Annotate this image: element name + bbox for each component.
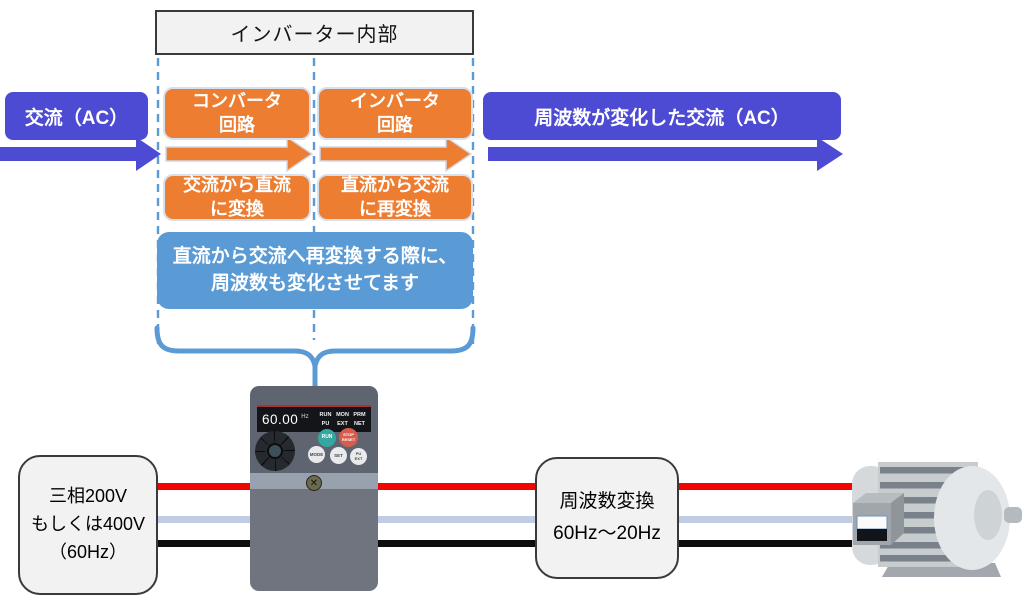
indicator-ext: EXT (337, 421, 348, 427)
frequency-note-line2: 周波数も変化させてます (210, 272, 420, 294)
power-input-line1: 三相200V (48, 486, 128, 507)
converter-circuit-line1: コンバータ (192, 91, 282, 112)
frequency-note-box: 直流から交流へ再変換する際に、 周波数も変化させてます (157, 232, 473, 309)
power-input-line3: （60Hz） (48, 541, 128, 562)
inverter-function-box: 直流から交流 に再変換 (317, 174, 473, 221)
ext-label: EXT (354, 455, 363, 461)
ac-input-arrow (0, 137, 161, 171)
indicator-mon: MON (336, 412, 349, 418)
diagram-title: インバーター内部 (230, 24, 399, 46)
run-button-label: RUN (321, 434, 333, 441)
motor-illustration (852, 462, 1022, 577)
power-input-box: 三相200V もしくは400V （60Hz） (18, 455, 158, 595)
inverter-circuit-box: インバータ 回路 (317, 87, 473, 140)
junction-label-white (856, 515, 888, 530)
setting-dial-knob (255, 431, 295, 471)
stop-reset-button: STOP RESET (339, 428, 358, 447)
converter-circuit-line2: 回路 (219, 114, 255, 135)
set-button: SET (330, 447, 347, 464)
set-button-label: SET (334, 452, 343, 458)
junction-label-black (857, 529, 887, 541)
ac-output-box: 周波数が変化した交流（AC） (483, 92, 841, 140)
mode-button: MODE (308, 446, 325, 463)
motor-shaft (1004, 507, 1022, 523)
power-wires (150, 483, 868, 547)
junction-box-top (853, 493, 904, 503)
wire-red (150, 483, 868, 490)
converter-arrow (165, 135, 314, 173)
converter-circuit-box: コンバータ 回路 (163, 87, 311, 140)
indicator-pu: PU (321, 421, 330, 427)
screw-icon (306, 475, 322, 491)
indicator-net: NET (354, 421, 365, 427)
diagram-title-box: インバーター内部 (155, 10, 474, 55)
wire-black (150, 540, 868, 547)
reset-label: RESET (341, 436, 356, 442)
display-frequency-value: 60.00 (262, 412, 299, 427)
inverter-control-panel: 60.00 Hz RUN MON PRM PU EXT NET RUN STOP… (250, 386, 378, 473)
inverter-function-line1: 直流から交流 (341, 175, 449, 196)
wire-pale-blue (150, 516, 864, 523)
power-input-line2: もしくは400V (30, 514, 146, 535)
inverter-device: 60.00 Hz RUN MON PRM PU EXT NET RUN STOP… (250, 386, 378, 591)
motor-fins (880, 467, 980, 562)
indicator-prm: PRM (353, 412, 366, 418)
frequency-note-line1: 直流から交流へ再変換する際に、 (172, 245, 458, 267)
inverter-arrow (319, 135, 473, 173)
pu-ext-button: PU EXT (350, 448, 367, 465)
inverter-function-line2: に再変換 (359, 198, 431, 219)
converter-function-line1: 交流から直流 (183, 175, 291, 196)
frequency-conversion-box: 周波数変換 60Hz～20Hz (535, 457, 679, 579)
display-frequency-unit: Hz (301, 413, 309, 420)
inverter-lower-cover: 3φ200V (250, 489, 378, 591)
ac-output-arrow (488, 137, 843, 171)
converter-function-line2: に変換 (210, 198, 264, 219)
converter-function-box: 交流から直流 に変換 (163, 174, 311, 221)
indicator-run: RUN (319, 412, 332, 418)
inverter-circuit-line2: 回路 (377, 114, 413, 135)
inverter-display: 60.00 Hz RUN MON PRM PU EXT NET (257, 405, 371, 432)
frequency-conversion-line1: 周波数変換 (559, 490, 655, 512)
ac-input-label: 交流（AC） (24, 107, 129, 129)
ac-input-box: 交流（AC） (5, 92, 148, 140)
brace-to-device (154, 325, 476, 391)
mode-button-label: MODE (309, 451, 324, 457)
frequency-conversion-line2: 60Hz～20Hz (553, 523, 661, 544)
pu-label: PU (355, 450, 362, 456)
ac-output-label: 周波数が変化した交流（AC） (534, 107, 790, 129)
motor-front-hub (974, 490, 1002, 540)
run-button: RUN (318, 429, 336, 447)
junction-box-side (891, 493, 904, 545)
stop-label: STOP (343, 431, 354, 437)
display-indicator-labels: RUN MON PRM PU EXT NET (317, 412, 368, 427)
inverter-circuit-line1: インバータ (350, 91, 440, 112)
